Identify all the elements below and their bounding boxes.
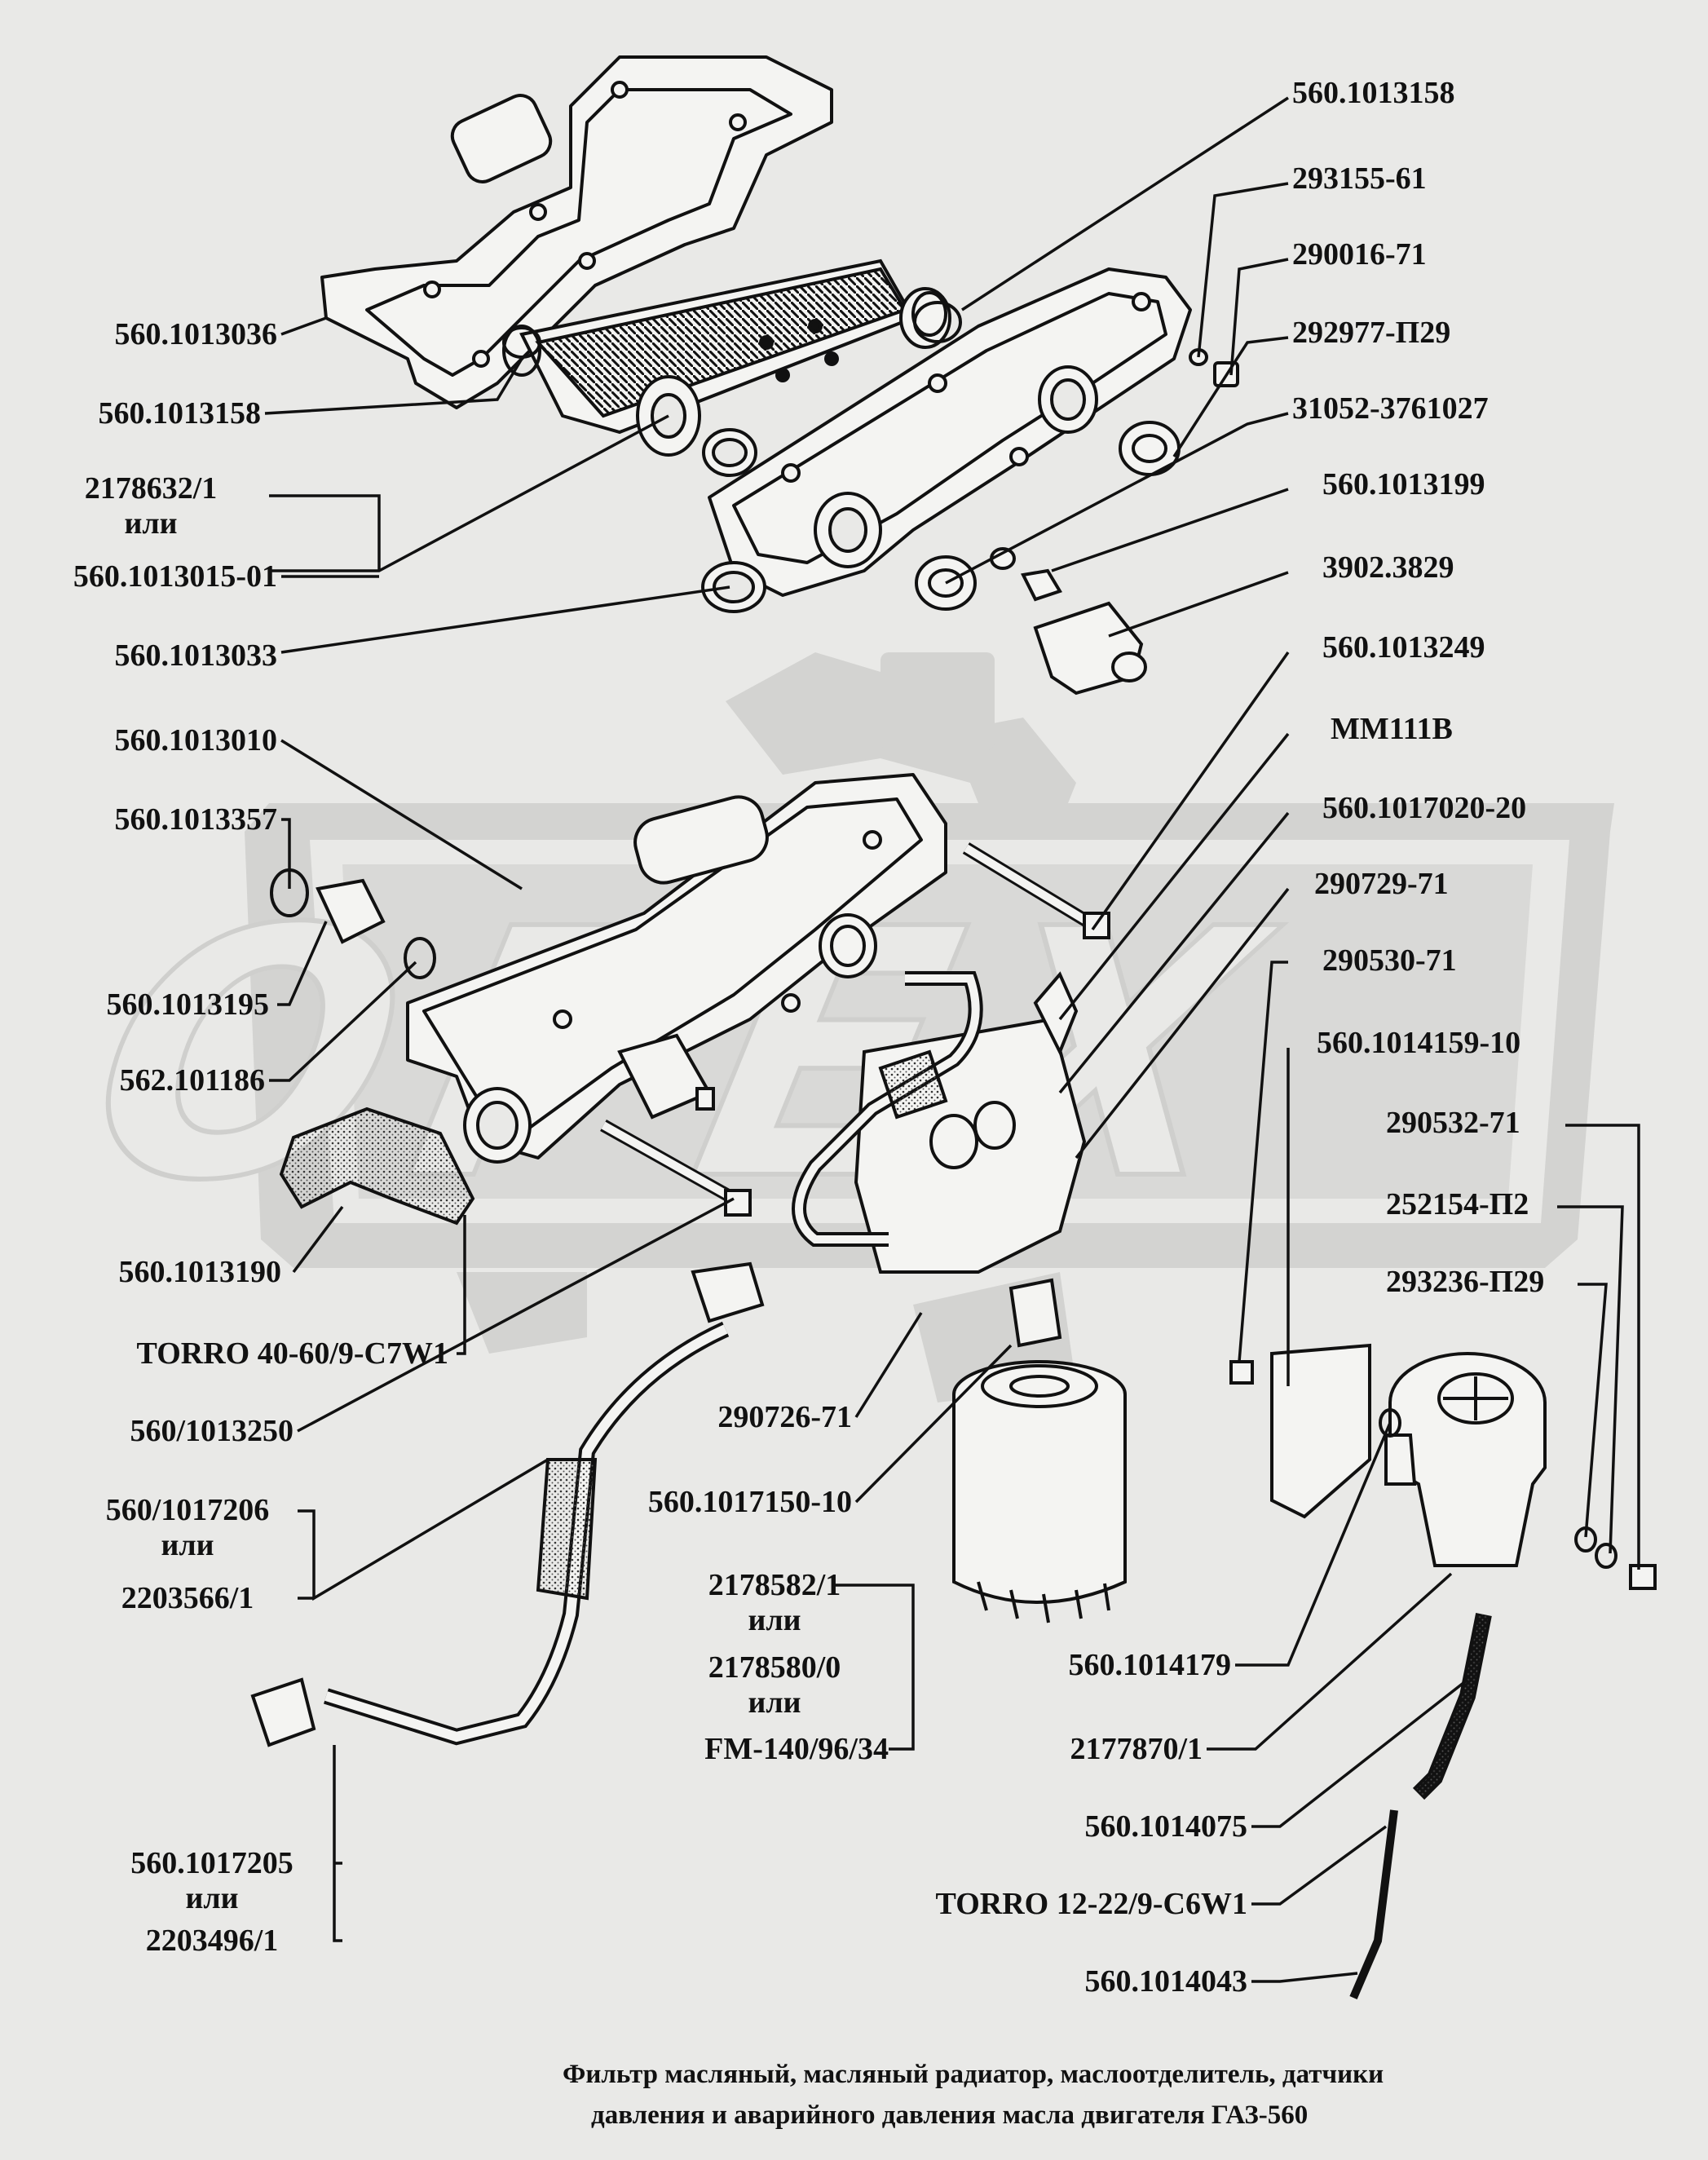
label-290729-71: 290729-71 — [1314, 867, 1449, 901]
filter-bracket-housing — [406, 773, 947, 1164]
label-torro-12-22: TORRO 12-22/9-C6W1 — [935, 1887, 1247, 1921]
label-2178582-1: 2178582/1 — [708, 1568, 841, 1602]
upper-bracket — [320, 55, 833, 409]
elbow-hose — [279, 1107, 475, 1226]
label-or-5: или — [185, 1881, 239, 1915]
label-2203496-1: 2203496/1 — [145, 1924, 279, 1958]
upper-small-parts — [502, 301, 1239, 696]
label-560-1014159-10: 560.1014159-10 — [1317, 1026, 1521, 1060]
caption-line-2: давления и аварийного давления масла дви… — [591, 2100, 1309, 2130]
label-560-1013033: 560.1013033 — [114, 638, 278, 673]
label-2178580-0: 2178580/0 — [708, 1650, 841, 1685]
label-or-4: или — [748, 1685, 801, 1720]
label-293236-p29: 293236-П29 — [1386, 1265, 1545, 1299]
label-562-101186: 562.101186 — [119, 1063, 265, 1098]
caption-line-1: Фильтр масляный, масляный радиатор, масл… — [563, 2060, 1384, 2089]
label-or-2: или — [161, 1528, 214, 1562]
label-290016-71: 290016-71 — [1292, 237, 1427, 272]
label-560-1014179: 560.1014179 — [1068, 1648, 1232, 1682]
label-560-1013036: 560.1013036 — [114, 317, 278, 351]
lower-bracket — [701, 267, 1192, 613]
oil-filter-cartridge — [952, 1278, 1127, 1623]
leader-lines — [264, 96, 1640, 1983]
label-293155-61: 293155-61 — [1292, 161, 1427, 196]
label-292977-p29: 292977-П29 — [1292, 316, 1451, 350]
label-560-1013158-top: 560.1013158 — [1292, 76, 1455, 110]
label-290530-71: 290530-71 — [1322, 943, 1457, 978]
label-3902-3829: 3902.3829 — [1322, 550, 1454, 585]
label-252154-p2: 252154-П2 — [1386, 1187, 1529, 1221]
label-560-1013158-left: 560.1013158 — [98, 396, 262, 431]
oil-separator — [1229, 1343, 1657, 1999]
sensor-and-bolts — [270, 842, 1110, 1217]
label-or-3: или — [748, 1603, 801, 1637]
label-560-1013010: 560.1013010 — [114, 723, 278, 758]
label-560-1014075: 560.1014075 — [1084, 1809, 1248, 1844]
label-560-1013249: 560.1013249 — [1322, 630, 1485, 665]
label-2177870-1: 2177870/1 — [1070, 1732, 1203, 1766]
label-31052-3761027: 31052-3761027 — [1292, 391, 1489, 426]
label-560-1013195: 560.1013195 — [106, 987, 270, 1022]
label-or-1: или — [124, 506, 178, 541]
label-290532-71: 290532-71 — [1386, 1106, 1520, 1140]
label-560-1017150-10: 560.1017150-10 — [647, 1485, 852, 1519]
label-560-1013190: 560.1013190 — [118, 1255, 282, 1289]
label-560-1013357: 560.1013357 — [114, 802, 278, 837]
label-290726-71: 290726-71 — [717, 1400, 852, 1434]
label-fm-140-96-34: FM-140/96/34 — [704, 1732, 889, 1766]
label-560-1017020-20: 560.1017020-20 — [1322, 791, 1527, 825]
label-560-1013250: 560/1013250 — [130, 1414, 293, 1448]
label-mm111v: ММ111В — [1331, 712, 1453, 746]
label-560-1017205: 560.1017205 — [130, 1846, 293, 1880]
label-560-1013015-01: 560.1013015-01 — [73, 559, 277, 594]
label-560-1013199: 560.1013199 — [1322, 467, 1485, 501]
filter-head-and-pipe — [250, 971, 1087, 1747]
label-560-1014043: 560.1014043 — [1084, 1964, 1248, 1999]
label-2203566-1: 2203566/1 — [121, 1581, 254, 1615]
label-560-1017206: 560/1017206 — [105, 1493, 270, 1527]
label-torro-40-60: TORRO 40-60/9-C7W1 — [136, 1336, 448, 1371]
label-2178632-1: 2178632/1 — [84, 471, 218, 506]
